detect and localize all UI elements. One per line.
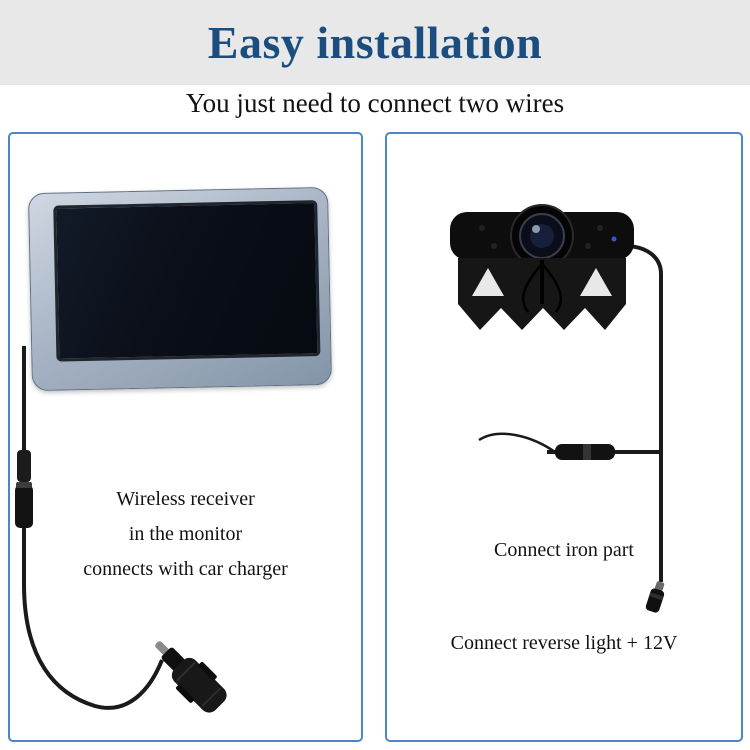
left-caption-line2: in the monitor <box>128 523 243 545</box>
charger-cable <box>22 583 164 710</box>
power-lead-connector-icon <box>645 581 665 613</box>
right-panel: Connect iron part Connect reverse light … <box>385 132 743 742</box>
left-panel: Wireless receiver in the monitor connect… <box>8 132 363 742</box>
camera-wire <box>624 244 663 582</box>
left-caption: Wireless receiver in the monitor connect… <box>10 482 361 587</box>
left-wire-diagram <box>15 346 227 713</box>
left-caption-line1: Wireless receiver <box>116 488 255 510</box>
right-wire-diagram <box>450 204 665 613</box>
iron-connector-icon <box>555 444 615 460</box>
subtitle: You just need to connect two wires <box>185 88 565 118</box>
header-banner: Easy installation <box>0 0 750 85</box>
monitor-image <box>27 186 333 392</box>
reverse-light-caption: Connect reverse light + 12V <box>450 632 678 654</box>
camera-icon <box>450 204 634 330</box>
left-caption-line3: connects with car charger <box>83 558 288 580</box>
barrel-connector-icon <box>15 450 33 528</box>
car-charger-icon <box>155 641 227 713</box>
iron-part-caption: Connect iron part <box>494 539 634 561</box>
monitor-screen <box>53 200 321 362</box>
iron-pigtail-wire <box>478 432 556 454</box>
page-title: Easy installation <box>207 17 543 68</box>
